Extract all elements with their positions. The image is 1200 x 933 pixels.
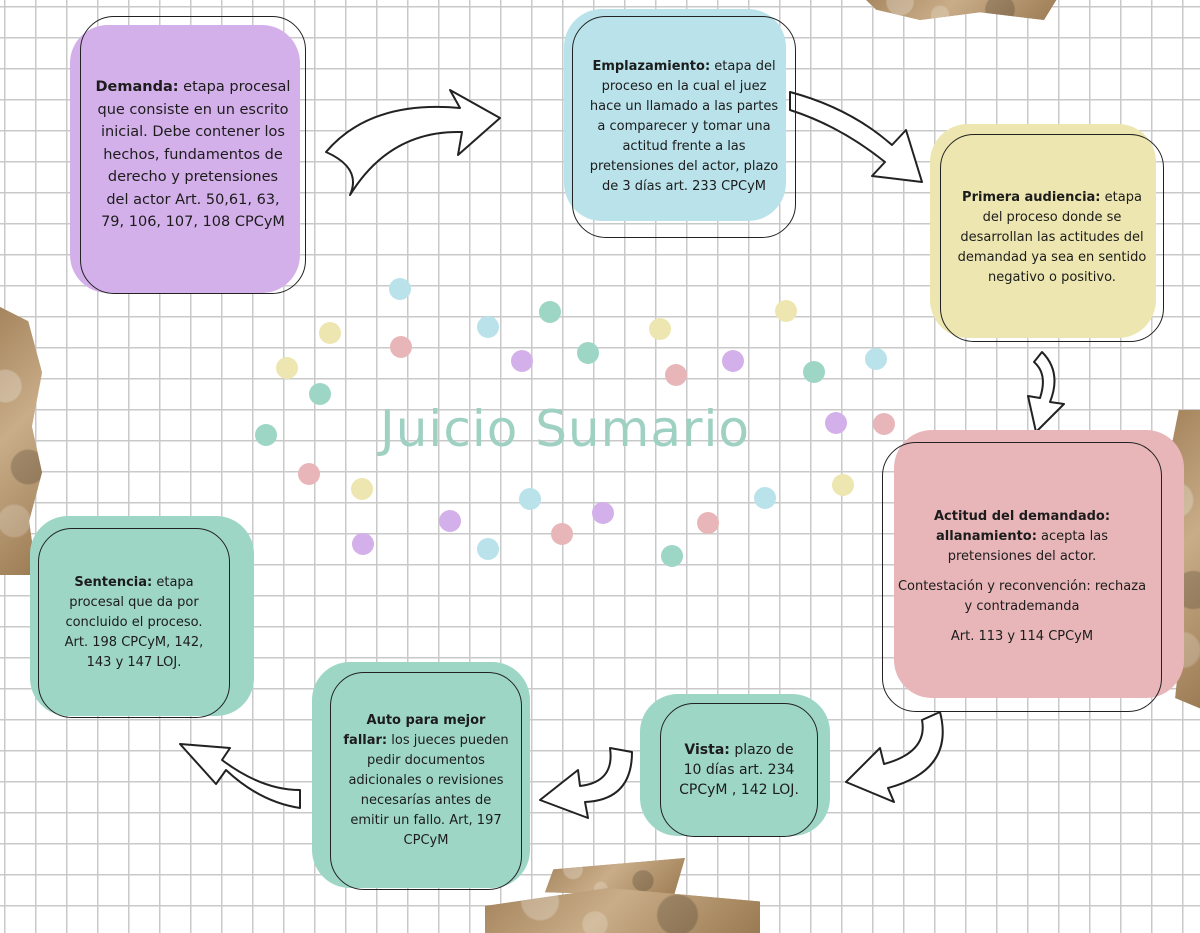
decorative-dot bbox=[319, 322, 341, 344]
diagram-title: Juicio Sumario bbox=[380, 400, 751, 458]
actitud-line3: Art. 113 y 114 CPCyM bbox=[950, 629, 1094, 645]
decorative-dot bbox=[519, 488, 541, 510]
demanda-card: Demanda: etapa procesal que consiste en … bbox=[80, 16, 306, 294]
decorative-dot bbox=[477, 316, 499, 338]
auto-label: Auto para mejor fallar: bbox=[343, 712, 486, 748]
primera-audiencia-label: Primera audiencia: bbox=[962, 189, 1101, 205]
decorative-dot bbox=[697, 512, 719, 534]
decorative-dot bbox=[298, 463, 320, 485]
decorative-dot bbox=[722, 350, 744, 372]
vista-label: Vista: bbox=[684, 741, 730, 758]
emplazamiento-text: etapa del proceso en la cual el juez hac… bbox=[589, 58, 779, 195]
arrow-audiencia-to-actitud bbox=[1027, 351, 1065, 433]
decorative-dot bbox=[477, 538, 499, 560]
decorative-dot bbox=[803, 361, 825, 383]
decorative-dot bbox=[511, 350, 533, 372]
arrow-actitud-to-vista bbox=[845, 711, 944, 803]
auto-card: Auto para mejor fallar: los jueces puede… bbox=[330, 672, 522, 890]
primera-audiencia-card: Primera audiencia: etapa del proceso don… bbox=[940, 134, 1164, 342]
arrow-demanda-to-emplazamiento bbox=[325, 89, 501, 196]
decorative-dot bbox=[539, 301, 561, 323]
decorative-dot bbox=[439, 510, 461, 532]
decorative-dot bbox=[592, 502, 614, 524]
arrow-vista-to-auto bbox=[539, 747, 633, 819]
emplazamiento-label: Emplazamiento: bbox=[592, 58, 711, 74]
decorative-dot bbox=[665, 364, 687, 386]
auto-text: los jueces pueden pedir documentos adici… bbox=[348, 732, 509, 849]
actitud-line2: Contestación y reconvención: rechaza y c… bbox=[897, 579, 1147, 615]
decorative-dot bbox=[649, 318, 671, 340]
decorative-dot bbox=[352, 533, 374, 555]
decorative-dot bbox=[865, 348, 887, 370]
decorative-dot bbox=[832, 474, 854, 496]
decorative-dot bbox=[873, 413, 895, 435]
actitud-text: acepta las pretensiones del actor. bbox=[947, 528, 1108, 564]
demanda-text: etapa procesal que consiste en un escrit… bbox=[97, 79, 291, 231]
arrow-emplazamiento-to-audiencia bbox=[789, 91, 923, 183]
sentencia-card: Sentencia: etapa procesal que da por con… bbox=[38, 528, 230, 718]
decorative-dot bbox=[577, 342, 599, 364]
arrow-auto-to-sentencia bbox=[179, 743, 301, 809]
demanda-card-bg bbox=[70, 25, 300, 293]
decorative-dot bbox=[390, 336, 412, 358]
decorative-dot bbox=[255, 424, 277, 446]
primera-audiencia-text: etapa del proceso donde se desarrollan l… bbox=[957, 189, 1147, 286]
sentencia-text: etapa procesal que da por concluido el p… bbox=[64, 574, 204, 671]
decorative-dot bbox=[351, 478, 373, 500]
decorative-dot bbox=[309, 383, 331, 405]
decorative-dot bbox=[661, 545, 683, 567]
decorative-dot bbox=[551, 523, 573, 545]
decorative-dot bbox=[775, 300, 797, 322]
vista-text: plazo de 10 días art. 234 CPCyM , 142 LO… bbox=[679, 741, 799, 799]
vista-card: Vista: plazo de 10 días art. 234 CPCyM ,… bbox=[660, 703, 818, 837]
decorative-dot bbox=[276, 357, 298, 379]
demanda-label: Demanda: bbox=[95, 79, 179, 96]
paper-scrap-top bbox=[860, 0, 1060, 20]
sentencia-label: Sentencia: bbox=[74, 574, 153, 590]
decorative-dot bbox=[825, 412, 847, 434]
emplazamiento-card: Emplazamiento: etapa del proceso en la c… bbox=[572, 16, 796, 238]
actitud-label: Actitud del demandado: allanamiento: bbox=[933, 508, 1111, 544]
decorative-dot bbox=[754, 487, 776, 509]
decorative-dot bbox=[389, 278, 411, 300]
actitud-card: Actitud del demandado: allanamiento: ace… bbox=[882, 442, 1162, 712]
